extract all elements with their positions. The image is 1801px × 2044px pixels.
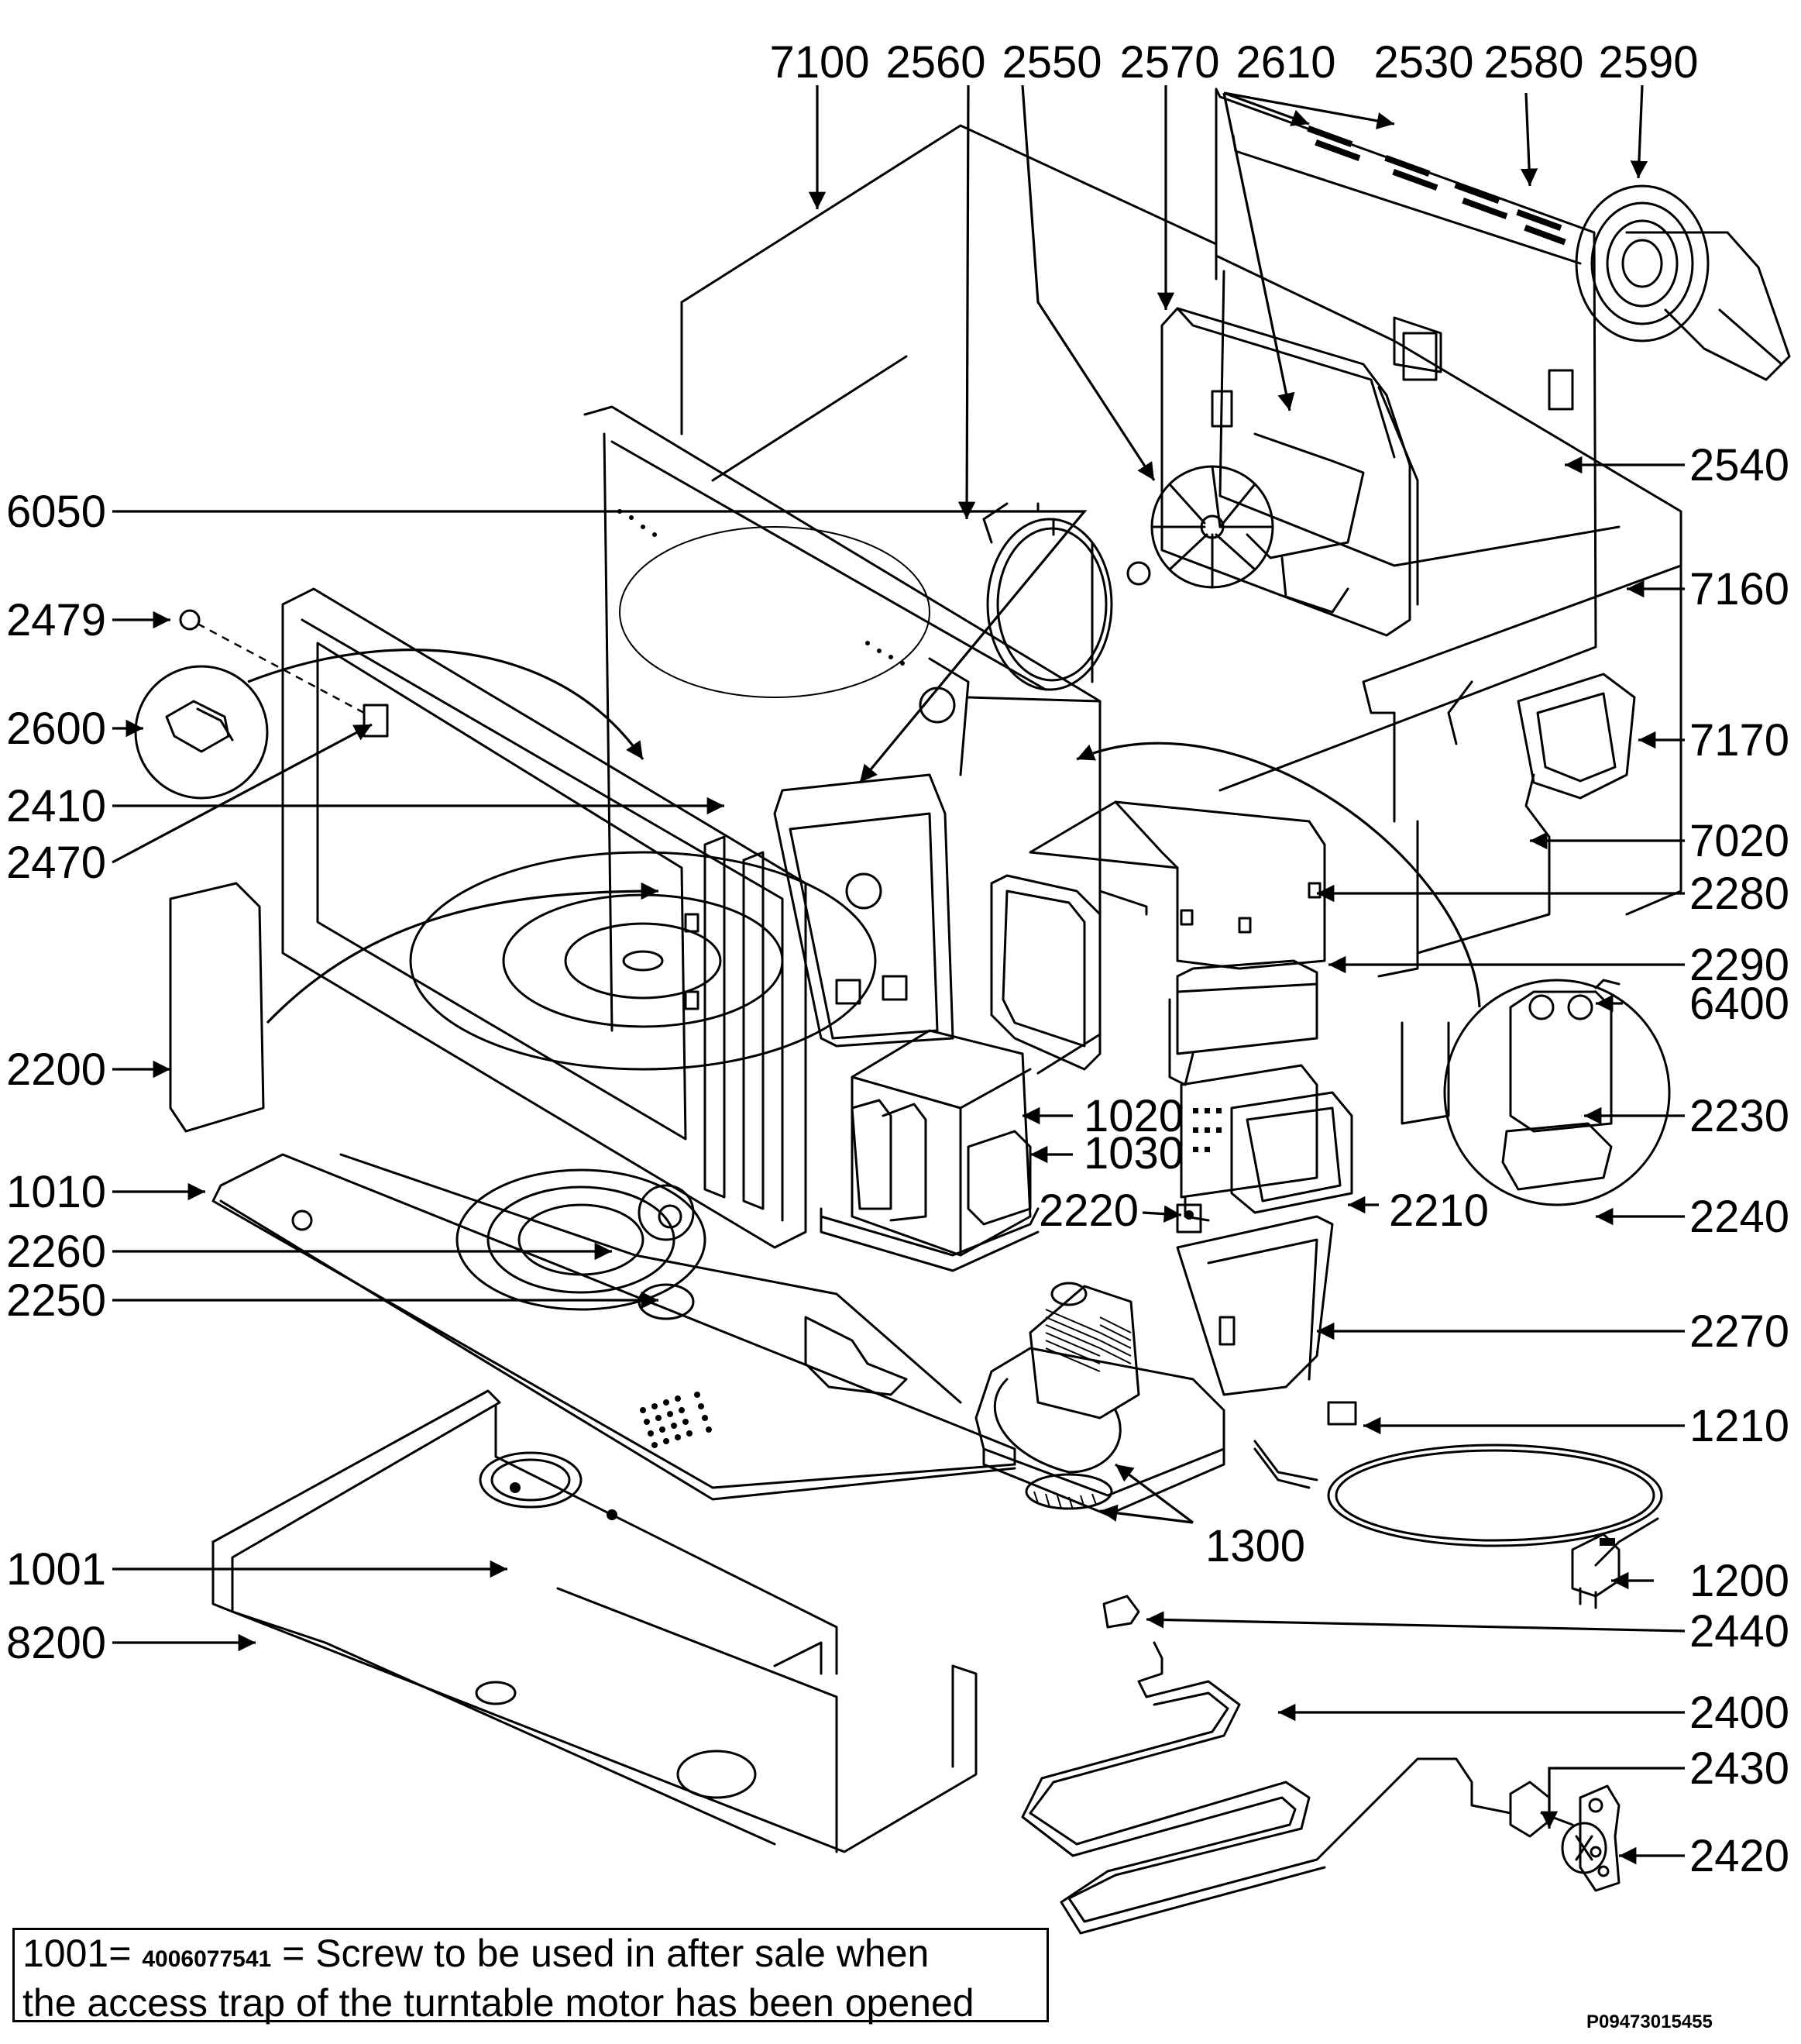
part-number-labels: 7100 2560 2550 2570 2610 2530 2580 2590 …	[6, 37, 1789, 1881]
fan-blade-wheel	[1126, 465, 1274, 589]
label-2410: 2410	[6, 781, 106, 831]
label-2210: 2210	[1389, 1185, 1489, 1236]
label-7160: 7160	[1689, 564, 1789, 614]
service-note-box: 1001= 4006077541 = Screw to be used in a…	[12, 1928, 1049, 2025]
label-6050: 6050	[6, 487, 106, 537]
label-2400: 2400	[1689, 1688, 1789, 1738]
capacitor-1030	[967, 1130, 1032, 1226]
label-2560: 2560	[885, 37, 985, 88]
label-1300: 1300	[1205, 1521, 1305, 1571]
note-part-code: 4006077541	[142, 1946, 272, 1972]
leader-lines	[112, 84, 1686, 1865]
label-1001: 1001	[6, 1544, 106, 1595]
label-2479: 2479	[6, 595, 106, 645]
label-2260: 2260	[6, 1227, 106, 1277]
label-6400: 6400	[1689, 979, 1789, 1029]
lamp-holder-detail	[134, 609, 389, 800]
label-1010: 1010	[6, 1167, 106, 1217]
bottom-shelf-panel	[1215, 254, 1682, 1125]
label-2470: 2470	[6, 838, 106, 888]
air-duct-2270	[1176, 1215, 1334, 1396]
oven-cavity	[583, 355, 1102, 1075]
front-frame	[281, 587, 807, 1249]
label-2280: 2280	[1689, 869, 1789, 919]
label-2270: 2270	[1689, 1306, 1789, 1357]
label-2230: 2230	[1689, 1091, 1789, 1141]
label-2530: 2530	[1373, 37, 1473, 88]
cover-2280	[1029, 800, 1326, 970]
drawing-reference-code: P09473015455	[1586, 2011, 1713, 2032]
label-1020: 1020	[1084, 1091, 1184, 1141]
label-2600: 2600	[6, 704, 106, 754]
fan-assembly	[1575, 184, 1791, 381]
cavity-side-opening	[967, 696, 1102, 1071]
label-2440: 2440	[1689, 1606, 1789, 1657]
label-2290: 2290	[1689, 940, 1789, 990]
label-2250: 2250	[6, 1275, 106, 1326]
label-2540: 2540	[1689, 440, 1789, 490]
label-2610: 2610	[1236, 37, 1335, 88]
label-8200: 8200	[6, 1618, 106, 1668]
power-cord	[1253, 1401, 1663, 1609]
label-2240: 2240	[1689, 1192, 1789, 1242]
cover-2290	[1168, 959, 1318, 1086]
label-7020: 7020	[1689, 816, 1789, 866]
blower-motor	[974, 1282, 1225, 1516]
label-1030: 1030	[1084, 1128, 1184, 1179]
label-2420: 2420	[1689, 1831, 1789, 1881]
label-2200: 2200	[6, 1044, 106, 1095]
service-note-line-1: 1001= 4006077541 = Screw to be used in a…	[22, 1932, 1039, 1981]
motor-2610	[1246, 432, 1365, 614]
transformer	[820, 1029, 1040, 1272]
grill-heating-element	[1021, 1595, 1621, 1935]
label-1210: 1210	[1689, 1401, 1789, 1451]
ring-heater-frame	[982, 502, 1113, 691]
service-note-line-2: the access trap of the turntable motor h…	[22, 1981, 974, 2025]
label-2570: 2570	[1119, 37, 1219, 88]
label-7170: 7170	[1689, 715, 1789, 766]
capacitor-detail-circle	[1443, 979, 1671, 1206]
note-line1-text: = Screw to be used in after sale when	[282, 1932, 930, 1975]
label-2550: 2550	[1002, 37, 1102, 88]
waveguide-box	[773, 657, 970, 1048]
label-2590: 2590	[1598, 37, 1698, 88]
label-1200: 1200	[1689, 1556, 1789, 1606]
label-2430: 2430	[1689, 1743, 1789, 1794]
label-7100: 7100	[769, 37, 869, 88]
label-2580: 2580	[1483, 37, 1583, 88]
side-plate-2200	[169, 882, 265, 1133]
note-prefix: 1001=	[22, 1932, 132, 1975]
bottom-tray	[211, 1389, 978, 1853]
base-plate	[211, 1153, 1016, 1501]
label-2220: 2220	[1039, 1185, 1139, 1236]
magnetron	[1180, 1064, 1353, 1222]
